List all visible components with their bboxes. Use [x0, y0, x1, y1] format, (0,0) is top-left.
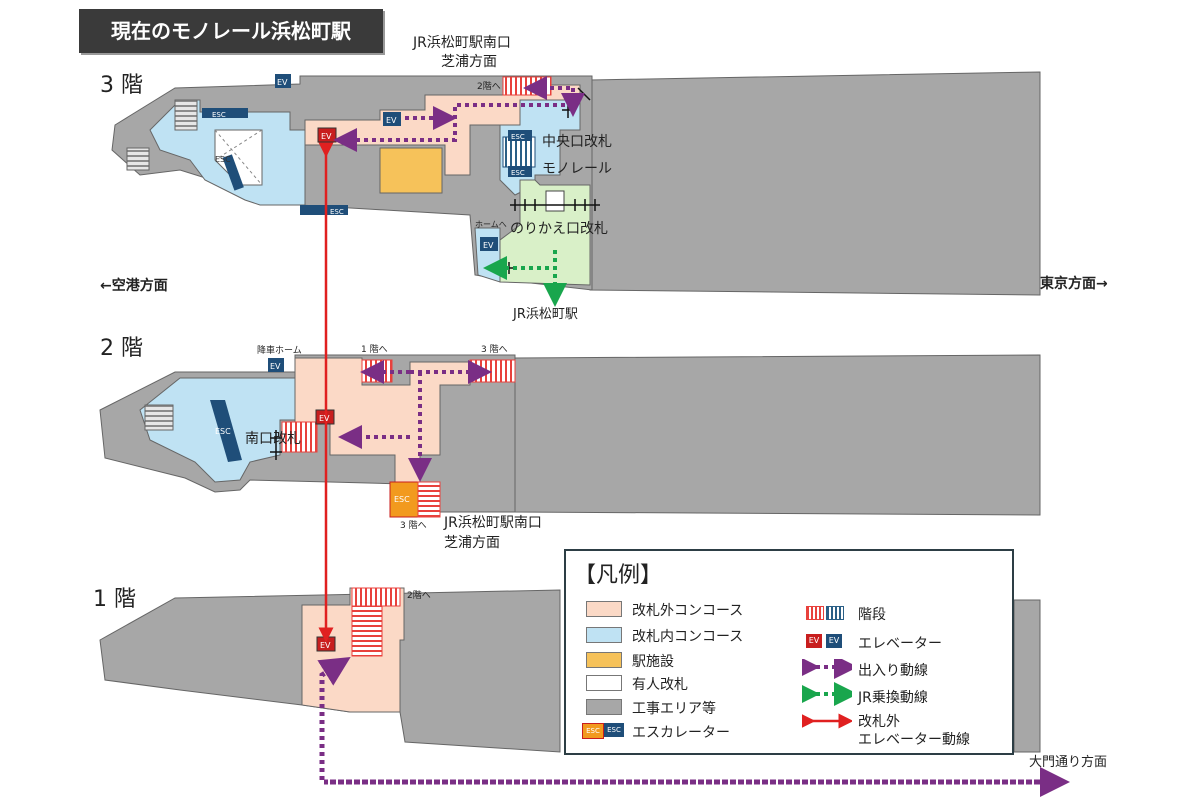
f2-to1f-label: 1 階へ [361, 344, 388, 355]
f3-esc-text-top: ESC [212, 111, 226, 119]
legend-esc-icon-blue: ESC [604, 723, 624, 737]
legend-esc-icon-orange: ESC [582, 723, 604, 739]
legend-stairs-red-icon [806, 606, 824, 620]
f1-stairs-side [351, 605, 383, 657]
transfer-gate-label: のりかえ口改札 [510, 221, 608, 237]
f3-ev-text-2: EV [386, 116, 397, 125]
legend-stairs-blue-icon [826, 606, 844, 620]
f3-esc-icon-1 [508, 130, 532, 141]
legend-ev-icon-blue: EV [826, 634, 842, 648]
f3-esc-text-well: ESC [215, 155, 231, 164]
daimon-direction-label: 大門通り方面 [1029, 754, 1107, 770]
f3-ev-icon-home [480, 237, 498, 251]
central-gate-label: 中央口改札 [542, 134, 612, 150]
f3-esc-icon-2 [508, 166, 532, 177]
f2-to3f-top-label: 3 階へ [481, 344, 508, 355]
f3-construction-right [589, 71, 1041, 296]
legend-inside-label: 改札内コンコース [632, 629, 744, 645]
f3-esc-text-bottom: ESC [330, 208, 344, 216]
f3-platform-access [474, 227, 501, 283]
legend-swatch-inside [586, 627, 622, 643]
south-gate-label: 南口改札 [245, 431, 301, 447]
tokyo-direction-label: 東京方面→ [1040, 275, 1108, 292]
f3-ev-icon-top [275, 74, 291, 88]
f3-route-main [333, 103, 565, 152]
legend-escalator-label: エスカレーター [632, 725, 730, 741]
f2-ev-text-blue: EV [270, 362, 281, 371]
floor-2-label: 2 階 [100, 336, 143, 361]
legend-panel: 【凡例】 改札外コンコース 改札内コンコース 駅施設 有人改札 工事エリア等 E… [564, 549, 1014, 755]
f2-esc-text-blue: ESC [215, 427, 231, 436]
monorail-label: モノレール [542, 161, 612, 177]
f1-route-to-ev [317, 657, 1040, 785]
f2-construction-right [514, 354, 1041, 516]
legend-ev-route-label-2: エレベーター動線 [858, 732, 970, 748]
f2-jr-south-exit-label: JR浜松町駅南口 [443, 515, 542, 531]
f1-construction-right [1013, 599, 1041, 753]
f3-shibaura-label: 芝浦方面 [441, 54, 497, 70]
alight-home-label: 降車ホーム [257, 344, 302, 356]
legend-entry-route-label: 出入り動線 [858, 663, 928, 679]
legend-title: 【凡例】 [574, 563, 663, 588]
legend-swatch-facility [586, 652, 622, 668]
legend-outside-label: 改札外コンコース [632, 603, 744, 619]
legend-stairs-label: 階段 [858, 607, 886, 623]
legend-swatch-staffed-gate [586, 675, 622, 691]
legend-route-icons [802, 659, 852, 729]
legend-facility-label: 駅施設 [632, 654, 674, 670]
f3-esc-text-2: ESC [511, 169, 525, 177]
f3-staffed-gate [545, 190, 565, 212]
f2-to3f-bottom-label: 3 階へ [400, 520, 427, 531]
f3-ev-text-red: EV [321, 132, 332, 141]
f1-stairs-top [351, 587, 401, 607]
legend-swatch-construction [586, 699, 622, 715]
f3-esc-top [202, 108, 248, 118]
floor-3 [111, 71, 1041, 307]
f3-esc-text-1: ESC [511, 133, 525, 141]
legend-elevator-label: エレベーター [858, 636, 942, 652]
f3-jr-south-exit-label: JR浜松町駅南口 [412, 35, 511, 51]
f2-stairs-bottom [417, 481, 441, 518]
f3-ev-icon-mid [383, 112, 401, 126]
legend-jr-route-label: JR乗換動線 [858, 690, 928, 706]
legend-staffed-gate-label: 有人改札 [632, 677, 688, 693]
map-title: 現在のモノレール浜松町駅 [79, 9, 383, 53]
f3-monorail-stairs [502, 136, 536, 168]
f1-to2f-label: 2階へ [407, 590, 431, 601]
f2-escalator-orange [389, 481, 419, 518]
f3-jr-transfer-area [499, 179, 591, 286]
floor-1 [99, 587, 1070, 797]
f2-shibaura-label: 芝浦方面 [444, 535, 500, 551]
f3-ev-text-1: EV [277, 78, 288, 87]
legend-swatch-outside [586, 601, 622, 617]
legend-ev-route-label-1: 改札外 [858, 714, 900, 730]
to-home-label: ホームへ [475, 220, 507, 229]
f2-stairs-south-gate [281, 421, 318, 453]
f2-ev-icon-blue [268, 358, 284, 372]
f3-stairs-left-2 [174, 99, 198, 131]
f2-esc-text-orange: ESC [394, 495, 410, 504]
f3-esc-mid [222, 154, 244, 191]
legend-construction-label: 工事エリア等 [632, 701, 716, 717]
f3-ev-text-home: EV [483, 241, 494, 250]
floor-2 [99, 354, 1041, 518]
f2-inside-concourse [139, 377, 296, 483]
f3-facility [379, 147, 443, 194]
f2-gate-marks [270, 430, 282, 460]
floor-1-label: 1 階 [93, 587, 136, 612]
f2-ev-text-red: EV [319, 414, 330, 423]
legend-ev-icon-red: EV [806, 634, 822, 648]
f2-escalator-blue [210, 400, 242, 462]
floor-3-label: 3 階 [100, 73, 143, 98]
airport-direction-label: ←空港方面 [100, 277, 168, 294]
f1-ev-text-red: EV [320, 641, 331, 650]
f3-stairs-left-1 [126, 147, 150, 171]
jr-station-label: JR浜松町駅 [512, 307, 578, 322]
f3-to2f-label: 2階へ [477, 81, 501, 92]
f2-stairs-gray [144, 404, 174, 431]
